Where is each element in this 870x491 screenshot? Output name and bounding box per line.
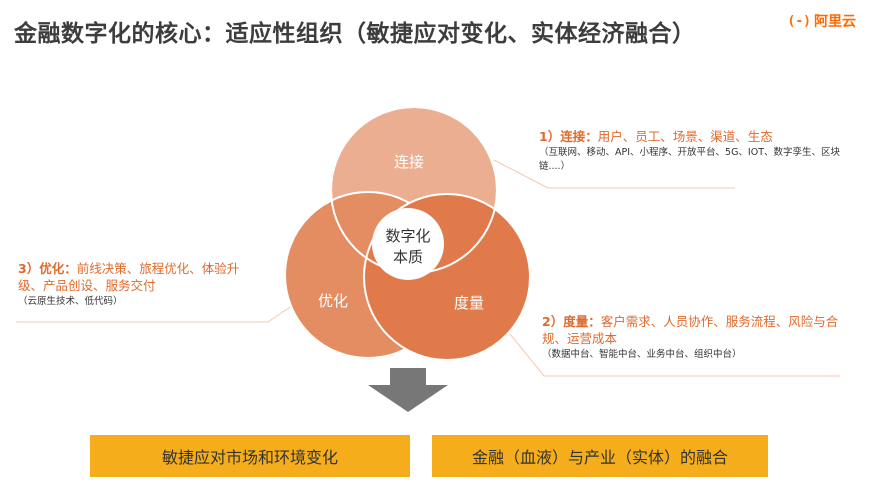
note-connect-body: 用户、员工、场景、渠道、生态	[597, 129, 773, 144]
venn-label-measure: 度量	[454, 294, 485, 312]
note-measure-sub: （数据中台、智能中台、业务中台、组织中台）	[542, 349, 742, 360]
aliyun-logo-icon: (-)	[787, 13, 811, 29]
note-connect: 1）连接：用户、员工、场景、渠道、生态 （互联网、移动、API、小程序、开放平台…	[539, 128, 844, 174]
note-measure-head: 2）度量：	[542, 314, 601, 329]
venn-label-optimize: 优化	[318, 292, 349, 310]
venn-label-connect: 连接	[394, 153, 425, 171]
note-connect-sub: （互联网、移动、API、小程序、开放平台、5G、IOT、数字孪生、区块链....…	[539, 147, 841, 172]
bottom-box-integration: 金融（血液）与产业（实体）的融合	[432, 435, 768, 477]
note-optimize-sub: （云原生技术、低代码）	[18, 296, 123, 307]
venn-center-disc	[372, 208, 444, 280]
connector-line-measure	[509, 333, 840, 377]
down-arrow-icon	[368, 368, 448, 412]
aliyun-logo-text: 阿里云	[814, 14, 856, 30]
aliyun-logo: (-) 阿里云	[788, 11, 856, 31]
bottom-box-agility: 敏捷应对市场和环境变化	[90, 435, 410, 477]
note-optimize-head: 3）优化：	[18, 261, 77, 276]
connector-line-connect	[493, 159, 735, 189]
page-title: 金融数字化的核心：适应性组织（敏捷应对变化、实体经济融合）	[14, 21, 696, 47]
note-connect-head: 1）连接：	[539, 129, 598, 144]
note-optimize-body: 前线决策、旅程优化、体验升级、产品创设、服务交付	[18, 261, 240, 293]
note-optimize: 3）优化：前线决策、旅程优化、体验升级、产品创设、服务交付 （云原生技术、低代码…	[18, 260, 263, 309]
note-measure-body: 客户需求、人员协作、服务流程、风险与合规、运营成本	[542, 314, 839, 346]
venn-center-line2: 本质	[392, 248, 423, 266]
venn-center-line1: 数字化	[385, 227, 431, 245]
note-measure: 2）度量：客户需求、人员协作、服务流程、风险与合规、运营成本 （数据中台、智能中…	[542, 313, 847, 362]
venn-center-label: 数字化 本质	[378, 226, 438, 268]
